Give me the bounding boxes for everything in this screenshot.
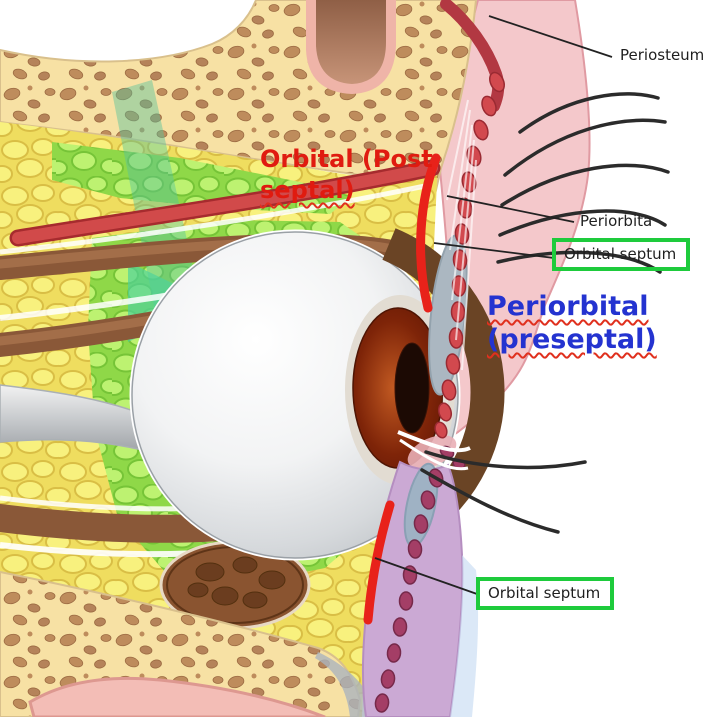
lid-fibers [446,99,477,371]
muscle-gap-1 [0,183,426,255]
label-orbital-postseptal-line1: Orbital (Post [260,145,433,173]
leader-orbital-septum-lower [374,557,478,595]
label-periorbita: Periorbita [580,212,653,230]
orbital-septum-lower-curve [363,500,395,625]
upper-eyelashes [496,92,670,274]
label-periosteum: Periosteum [620,46,705,64]
lower-eyelashes [420,450,587,534]
pupil [394,342,430,434]
leader-periorbita [446,195,575,223]
label-orbital-postseptal-line2: septal) [260,176,355,204]
maxillary-sinus [28,676,326,717]
leader-periosteum [488,15,613,58]
label-orbital-septum-upper: Orbital septum [552,238,691,271]
label-periorbital-preseptal-line1: Periorbital [487,291,649,322]
maxillary-bone [0,570,362,717]
lower-lid-margin [407,435,457,469]
orbital-septum-highlight [363,153,441,625]
cheek-gray-wedge [315,652,378,717]
orbital-septum-upper-curve [416,153,441,313]
superior-rectus-muscle [9,159,441,247]
label-periorbital-preseptal-line2: (preseptal) [487,324,657,355]
label-orbital-septum-lower: Orbital septum [476,577,615,610]
leader-lines [374,15,613,595]
label-orbital-postseptal: Orbital (Post septal) [260,144,433,206]
eyeball [129,228,505,561]
canthal-tendon-lines [397,430,471,471]
frontal-bone [0,0,478,192]
lower-lid-blue-strip [450,555,479,717]
leader-orbital-septum-upper [433,242,555,259]
orbicularis-lower-segments [374,445,466,713]
inferior-oblique-muscle [159,540,311,630]
label-periorbital-preseptal: Periorbital (preseptal) [487,290,657,356]
